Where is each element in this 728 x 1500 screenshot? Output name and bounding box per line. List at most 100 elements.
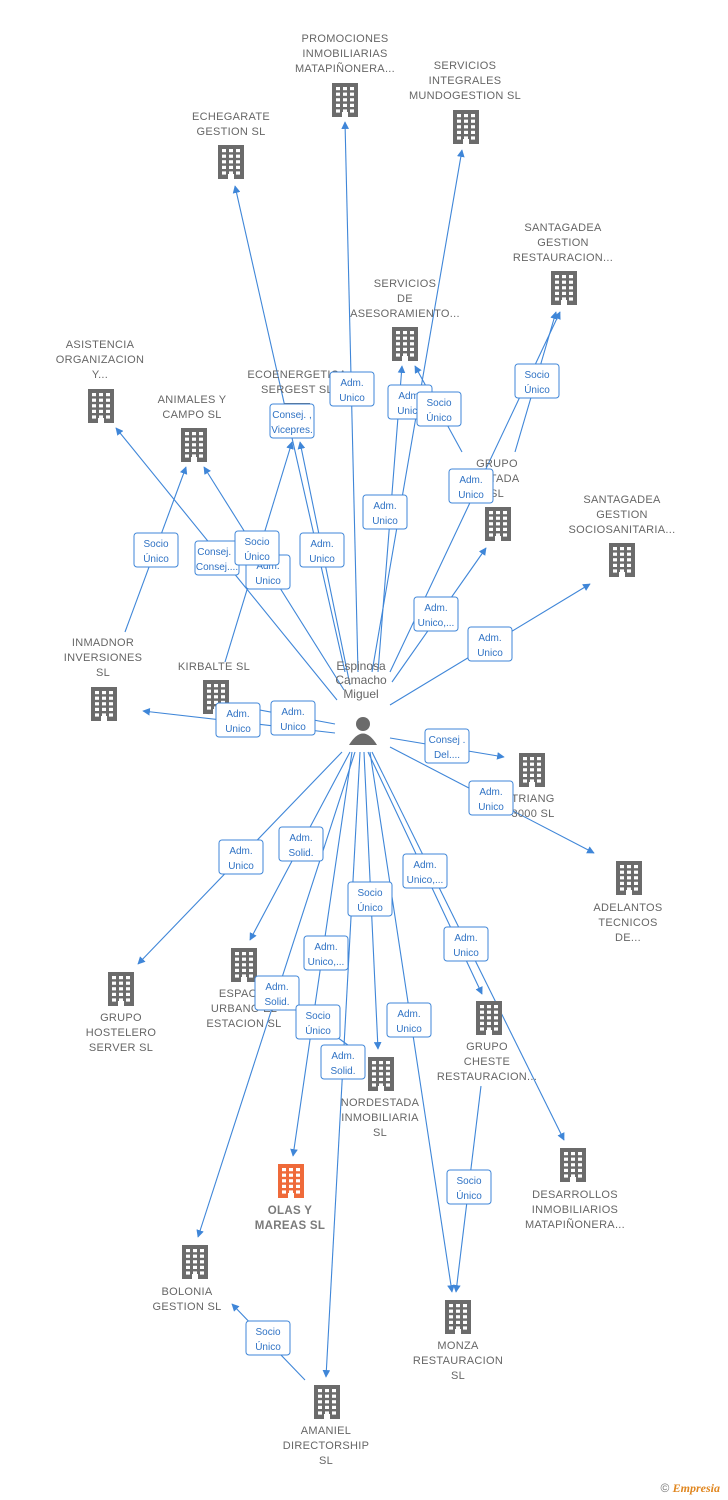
- company-label: KIRBALTE SL: [178, 661, 250, 673]
- building-icon: [182, 1245, 208, 1279]
- edge-label-box: [514, 363, 560, 399]
- edge-label-text: Adm.: [373, 501, 396, 512]
- company-node-asist[interactable]: ASISTENCIAORGANIZACIONY...: [56, 339, 145, 423]
- company-node-eche[interactable]: ECHEGARATE GESTION SL: [192, 111, 270, 179]
- company-label: ECHEGARATE: [192, 111, 270, 123]
- edge-label-p-bolonia[interactable]: Adm.Solid.: [254, 975, 300, 1011]
- company-node-santa_rest[interactable]: SANTAGADEAGESTIONRESTAURACION...: [513, 222, 613, 305]
- edge-label-p-hostel[interactable]: Adm.Unico: [218, 839, 264, 875]
- edge-label-box: [402, 853, 448, 889]
- building-icon: [609, 543, 635, 577]
- edge-label-p-ecoen[interactable]: Adm.Unico: [299, 532, 345, 568]
- copyright: © Empresia: [660, 1481, 720, 1496]
- company-label: ORGANIZACION: [56, 354, 145, 366]
- edge-label-p-santa_soc[interactable]: Adm.Unico: [467, 626, 513, 662]
- company-label: SANTAGADEA: [524, 222, 602, 234]
- edge-label-text: Del....: [434, 750, 460, 761]
- edge-label-box: [320, 1044, 366, 1080]
- company-label: MATAPIÑONERA...: [295, 62, 395, 75]
- edge-label-p-asist[interactable]: Consej. ,Consej....: [194, 540, 240, 576]
- edge-label-p-amaniel[interactable]: Adm.Solid.: [320, 1044, 366, 1080]
- company-node-bolonia[interactable]: BOLONIA GESTION SL: [152, 1245, 221, 1313]
- edge-label-text: Adm.: [459, 475, 482, 486]
- company-label: MUNDOGESTION SL: [409, 90, 521, 102]
- company-label: MAREAS SL: [255, 1220, 325, 1232]
- edge-label-text: Socio: [357, 888, 382, 899]
- company-node-cheste[interactable]: GRUPOCHESTERESTAURACION...: [437, 1001, 537, 1083]
- edge-label-text: Consej .: [429, 735, 466, 746]
- edge-label-box: [446, 1169, 492, 1205]
- edge-label-p-inmad[interactable]: Adm.Unico: [215, 702, 261, 738]
- edge-label-text: Adm.: [256, 561, 279, 572]
- edge-label-p-espacio[interactable]: Adm.Solid.: [278, 826, 324, 862]
- edge-label-text: Adm.: [479, 787, 502, 798]
- edge-label-text: Adm.: [424, 603, 447, 614]
- edge-label-p-olas[interactable]: Adm.Unico,...: [303, 935, 349, 971]
- edge-label-box: [467, 626, 513, 662]
- edge-label-text: Adm.: [314, 942, 337, 953]
- edge-label-text: Único: [143, 552, 169, 565]
- company-label: PROMOCIONES: [301, 33, 388, 45]
- edge-label-text: Unico: [255, 576, 281, 587]
- edge-label-p-kirb[interactable]: Adm.Unico: [270, 700, 316, 736]
- company-label: AMANIEL: [301, 1425, 351, 1437]
- edge-label-text: Socio: [143, 539, 168, 550]
- edge-label-box: [254, 975, 300, 1011]
- building-icon: [485, 507, 511, 541]
- edge-label-p-monza[interactable]: Adm.Unico: [386, 1002, 432, 1038]
- company-label: DE...: [615, 932, 641, 944]
- edge-label-text: Único: [357, 901, 383, 914]
- edge-label-text: Adm.: [229, 846, 252, 857]
- company-label: MONZA: [437, 1340, 479, 1352]
- edge-label-p-promo[interactable]: Adm.Unico: [329, 371, 375, 407]
- edge-label-text: Unico: [225, 724, 251, 735]
- edge-label-text: Socio: [426, 398, 451, 409]
- edge-label-p-serv_ases[interactable]: Adm.Unico: [362, 494, 408, 530]
- company-node-santa_soc[interactable]: SANTAGADEAGESTIONSOCIOSANITARIA...: [569, 494, 676, 577]
- building-icon: [231, 948, 257, 982]
- building-icon: [445, 1300, 471, 1334]
- edge-label-p-grupo_est[interactable]: Adm.Unico,...: [413, 596, 459, 632]
- edge-label-p-triang[interactable]: Consej . Del....: [424, 728, 470, 764]
- building-icon: [551, 271, 577, 305]
- company-node-promo[interactable]: PROMOCIONES INMOBILIARIAS MATAPIÑONERA...: [295, 33, 395, 117]
- edge-label-text: Adm.: [398, 391, 421, 402]
- company-node-desarr[interactable]: DESARROLLOSINMOBILIARIOSMATAPIÑONERA...: [525, 1148, 625, 1231]
- company-label: GESTION SL: [196, 126, 265, 138]
- edge-label-p-desarr[interactable]: Adm.Unico: [443, 926, 489, 962]
- edge-label-box: [133, 532, 179, 568]
- edge-label-p-santa_rest[interactable]: Adm.Unico: [448, 468, 494, 504]
- company-label: BOLONIA: [161, 1286, 212, 1298]
- edge-label-text: Vicepres.: [271, 425, 313, 436]
- edge-label-p-adel[interactable]: Adm.Unico: [468, 780, 514, 816]
- edge-label-text: Unico: [309, 554, 335, 565]
- edge-label-p-cheste[interactable]: Adm.Unico,...: [402, 853, 448, 889]
- company-node-serv_ases[interactable]: SERVICIOSDEASESORAMIENTO...: [350, 278, 460, 361]
- copyright-symbol: ©: [660, 1481, 670, 1495]
- edge-label-p-eche[interactable]: Consej. ,Vicepres.: [269, 403, 315, 439]
- company-label: INMOBILIARIAS: [302, 48, 387, 60]
- edge-label-text: Único: [255, 1340, 281, 1353]
- person-label: Camacho: [335, 673, 387, 687]
- company-label: GESTION SL: [152, 1301, 221, 1313]
- company-node-adel[interactable]: ADELANTOSTECNICOSDE...: [593, 861, 662, 944]
